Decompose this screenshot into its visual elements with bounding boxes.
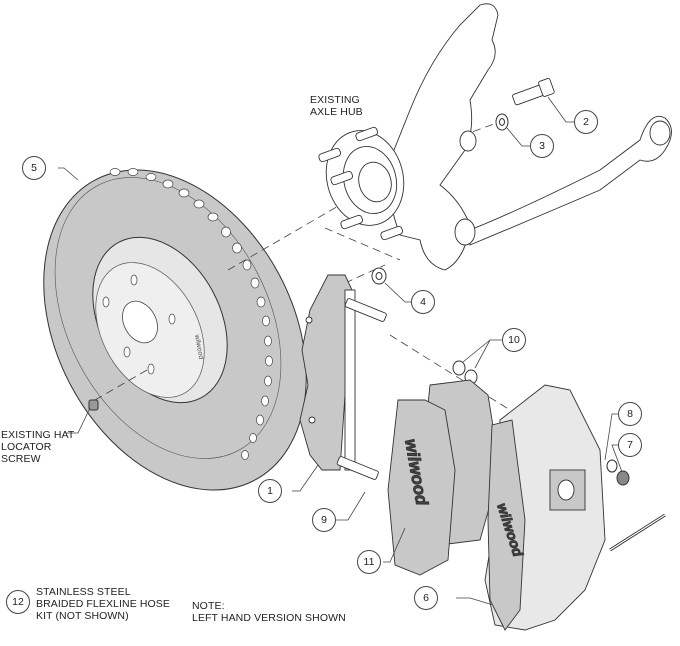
callout-1: 1 [258,479,282,503]
callout-6: 6 [414,586,438,610]
axle-hub [318,3,672,271]
note-label: NOTE: LEFT HAND VERSION SHOWN [192,600,346,624]
caliper: wilwood [484,384,606,631]
hat-locator-screw [88,399,99,411]
washer-4 [371,267,387,285]
leader-lines [58,96,623,606]
caliper-bracket [299,274,387,480]
rotor: wilwood [43,168,307,491]
axle-hub-label: EXISTING AXLE HUB [310,94,363,118]
flexline-label: STAINLESS STEEL BRAIDED FLEXLINE HOSE KI… [36,586,170,622]
callout-2: 2 [574,110,598,134]
bolt-2 [512,78,555,106]
callout-8: 8 [618,402,642,426]
callout-7: 7 [618,433,642,457]
lug-holes [102,274,176,375]
callout-3: 3 [530,134,554,158]
wheel-studs [318,126,404,241]
washer-8 [606,459,618,473]
washer-3 [495,113,509,131]
callout-4: 4 [411,290,435,314]
guide-lines [94,119,511,411]
callout-11: 11 [357,550,381,574]
callout-5: 5 [22,156,46,180]
hat-screw-label: EXISTING HAT LOCATOR SCREW [1,429,75,465]
callout-9: 9 [312,508,336,532]
nut-7 [616,470,630,486]
callout-10: 10 [502,328,526,352]
rotor-holes [109,168,273,460]
callout-12: 12 [6,590,30,614]
brake-pads: wilwood [387,379,501,576]
shims-10 [452,360,478,385]
rotor-brand-text: wilwood [193,333,204,360]
